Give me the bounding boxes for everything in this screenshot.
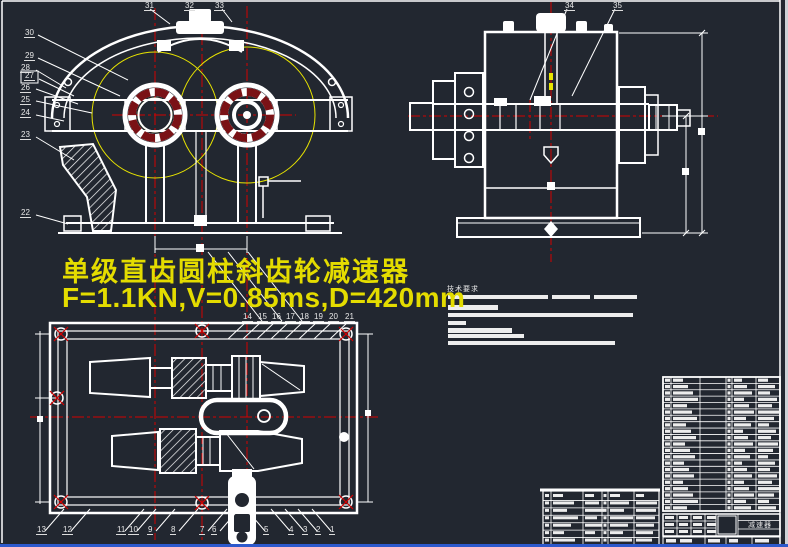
callout-label: 31: [144, 1, 155, 11]
callout-label: 11: [116, 525, 127, 535]
callout-label: 17: [285, 312, 296, 322]
callout-label: 7: [199, 525, 206, 535]
callout-label: 5: [263, 525, 270, 535]
callout-label: 2: [315, 525, 322, 535]
callout-label: 19: [313, 312, 324, 322]
crosshair-cursor: [258, 176, 301, 218]
callout-label: 16: [271, 312, 282, 322]
front-view: [20, 8, 353, 253]
callout-label: 27: [24, 71, 35, 81]
callout-label: 10: [128, 525, 139, 535]
callout-label: 3: [302, 525, 309, 535]
callout-label: 21: [344, 312, 355, 322]
callout-label: 14: [242, 312, 253, 322]
callout-label: 18: [299, 312, 310, 322]
drawing-title-text: 单级直齿圆柱斜齿轮减速器: [62, 257, 410, 287]
callout-label: 32: [184, 1, 195, 11]
callout-label: 4: [288, 525, 295, 535]
callout-label: 22: [20, 208, 31, 218]
callout-label: 33: [214, 1, 225, 11]
callout-label: 6: [211, 525, 218, 535]
callout-label: 34: [564, 1, 575, 11]
side-leaders: [529, 8, 616, 101]
callout-label: 26: [20, 83, 31, 93]
tech-requirements-label: 技术要求: [447, 286, 479, 293]
callout-label: 13: [36, 525, 47, 535]
side-dimensions: [619, 29, 708, 237]
bearing-right: [214, 82, 280, 148]
callout-label: 23: [20, 130, 31, 140]
right-scrollbar[interactable]: [785, 0, 788, 547]
drawing-spec-text: F=1.1KN,V=0.85ms,D=420mm: [62, 282, 466, 313]
callout-label: 35: [612, 1, 623, 11]
callout-label: 29: [24, 51, 35, 61]
front-leaders: [20, 8, 233, 225]
callout-label: 25: [20, 95, 31, 105]
oil-plug: [228, 469, 256, 545]
plan-dimensions: [35, 331, 373, 504]
front-dimension: [154, 236, 248, 253]
side-view: [409, 8, 708, 238]
title-block-part-name: 减速器: [748, 522, 772, 529]
mounting-bracket: [58, 142, 118, 232]
callout-label: 30: [24, 28, 35, 38]
callout-label: 28: [20, 63, 31, 73]
tech-requirements-lines: [448, 295, 637, 345]
callout-label: 24: [20, 108, 31, 118]
callout-label: 1: [329, 525, 336, 535]
plan-top-long-leaders: [207, 251, 303, 322]
inspection-cover: [157, 9, 244, 53]
callout-label: 8: [170, 525, 177, 535]
callout-label: 12: [62, 525, 73, 535]
callout-label: 9: [147, 525, 154, 535]
callout-label: 20: [328, 312, 339, 322]
window-bottom-edge: [0, 544, 788, 547]
callout-label: 15: [257, 312, 268, 322]
